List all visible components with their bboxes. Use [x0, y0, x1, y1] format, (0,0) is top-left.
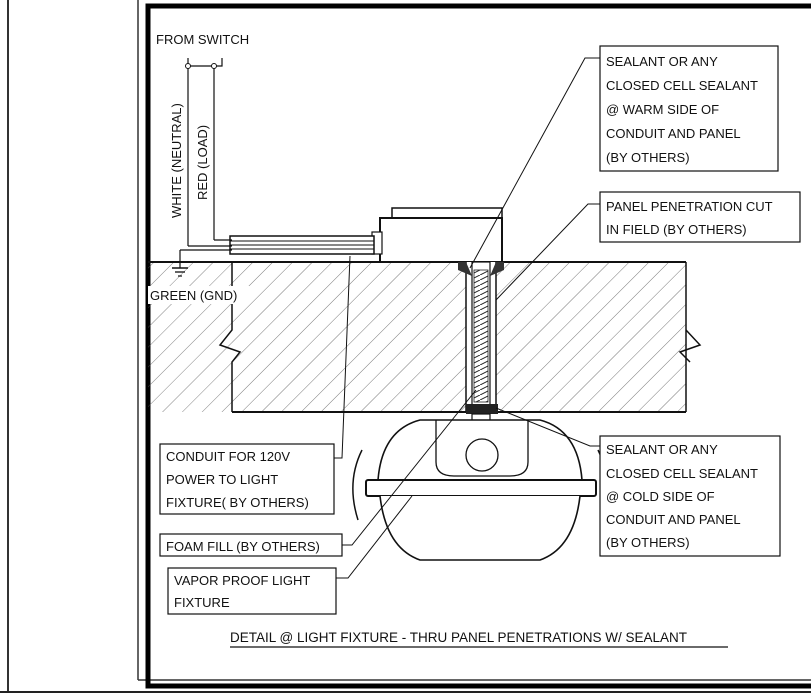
callout-foam: FOAM FILL (BY OTHERS) [159, 389, 477, 557]
callout-warm-line-4: CONDUIT AND PANEL [606, 126, 741, 141]
callout-fixture-line-2: FIXTURE [174, 595, 230, 610]
switch-wires [172, 58, 232, 277]
callout-cold-line-2: CLOSED CELL SEALANT [606, 466, 758, 481]
label-white-neutral: WHITE (NEUTRAL) [169, 103, 184, 218]
callout-penetration-line-1: PANEL PENETRATION CUT [606, 199, 773, 214]
callout-penetration-line-2: IN FIELD (BY OTHERS) [606, 222, 747, 237]
callout-conduit-line-1: CONDUIT FOR 120V [166, 449, 290, 464]
callout-fixture: VAPOR PROOF LIGHT FIXTURE [167, 495, 413, 615]
callout-warm-line-1: SEALANT OR ANY [606, 54, 718, 69]
callout-cold-line-1: SEALANT OR ANY [606, 442, 718, 457]
callout-warm-line-3: @ WARM SIDE OF [606, 102, 719, 117]
callout-warm-sealant: SEALANT OR ANY CLOSED CELL SEALANT @ WAR… [469, 45, 779, 269]
callout-foam-line-1: FOAM FILL (BY OTHERS) [166, 539, 320, 554]
callout-conduit: CONDUIT FOR 120V POWER TO LIGHT FIXTURE(… [159, 255, 351, 515]
callout-warm-line-2: CLOSED CELL SEALANT [606, 78, 758, 93]
conduit [229, 235, 375, 255]
callout-cold-line-3: @ COLD SIDE OF [606, 489, 715, 504]
insulated-panel [148, 261, 702, 413]
callout-conduit-line-3: FIXTURE( BY OTHERS) [166, 495, 309, 510]
callout-cold-sealant: SEALANT OR ANY CLOSED CELL SEALANT @ COL… [495, 407, 781, 557]
junction-box [371, 207, 503, 263]
label-green-gnd: GREEN (GND) [150, 288, 237, 303]
label-red-load: RED (LOAD) [195, 125, 210, 200]
foam-fill [473, 269, 489, 403]
break-line-left [218, 262, 242, 412]
callout-conduit-line-2: POWER TO LIGHT [166, 472, 278, 487]
panel-penetration [458, 261, 504, 443]
callout-warm-line-5: (BY OTHERS) [606, 150, 690, 165]
callout-cold-line-4: CONDUIT AND PANEL [606, 512, 741, 527]
label-from-switch: FROM SWITCH [156, 32, 249, 47]
callout-cold-line-5: (BY OTHERS) [606, 535, 690, 550]
break-line-right [678, 329, 702, 363]
callout-fixture-line-1: VAPOR PROOF LIGHT [174, 573, 310, 588]
callout-penetration: PANEL PENETRATION CUT IN FIELD (BY OTHER… [495, 191, 801, 301]
cold-side-sealant [466, 404, 498, 414]
detail-caption: DETAIL @ LIGHT FIXTURE - THRU PANEL PENE… [230, 630, 687, 645]
warm-side-sealant [458, 262, 472, 276]
vapor-proof-light-fixture [352, 419, 608, 561]
